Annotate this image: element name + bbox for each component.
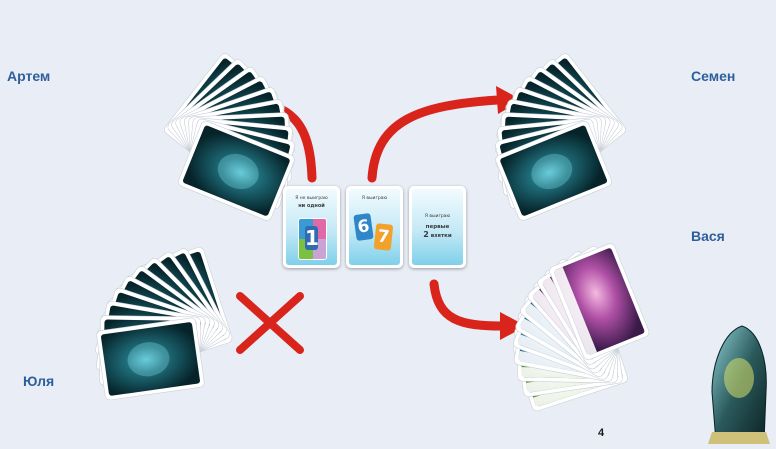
mission-card-text: ни одной	[298, 203, 325, 209]
hand-semen	[493, 51, 629, 223]
mission-card-text: взятки	[430, 233, 452, 239]
mission-card-text: Я выиграю	[424, 214, 451, 219]
player-name-semen: Семен	[691, 68, 736, 84]
player-name-vasya: Вася	[691, 228, 725, 244]
mission-card-text: первые	[425, 224, 450, 230]
arrowhead-vasya	[500, 312, 526, 340]
mission-card-text: Я не выиграю	[295, 196, 328, 201]
arrow-to-semen	[367, 95, 503, 183]
hand-card[interactable]	[548, 242, 650, 361]
card-back	[95, 316, 206, 402]
blue-token: 6	[353, 212, 374, 242]
arrowhead-semen	[496, 86, 522, 114]
hand-artem	[161, 51, 297, 223]
hand-yulya	[93, 245, 234, 402]
mission-card-no-tricks[interactable]: Я не выиграю ни одной 1	[283, 186, 340, 268]
trick-count: 2	[423, 230, 429, 239]
submarine-figure-icon	[708, 325, 770, 444]
rainbow-token-value: 1	[305, 226, 319, 250]
player-name-yulya: Юля	[23, 373, 55, 389]
mission-card-text: Я выиграю	[361, 196, 388, 201]
hand-vasya[interactable]: 4	[512, 242, 650, 439]
cross-icon	[236, 292, 304, 354]
rainbow-token: 1	[298, 218, 327, 260]
orange-token: 7	[373, 223, 394, 251]
mission-card-first-tricks[interactable]: Я выиграю первые 2 взятки	[409, 186, 466, 268]
player-name-artem: Артем	[7, 68, 51, 84]
mission-card-text: 2 взятки	[409, 231, 466, 240]
mission-card-specific-cards[interactable]: Я выиграю 6 7	[346, 186, 403, 268]
arrow-to-vasya	[429, 279, 507, 331]
trump-card-rank: 4	[598, 427, 605, 439]
